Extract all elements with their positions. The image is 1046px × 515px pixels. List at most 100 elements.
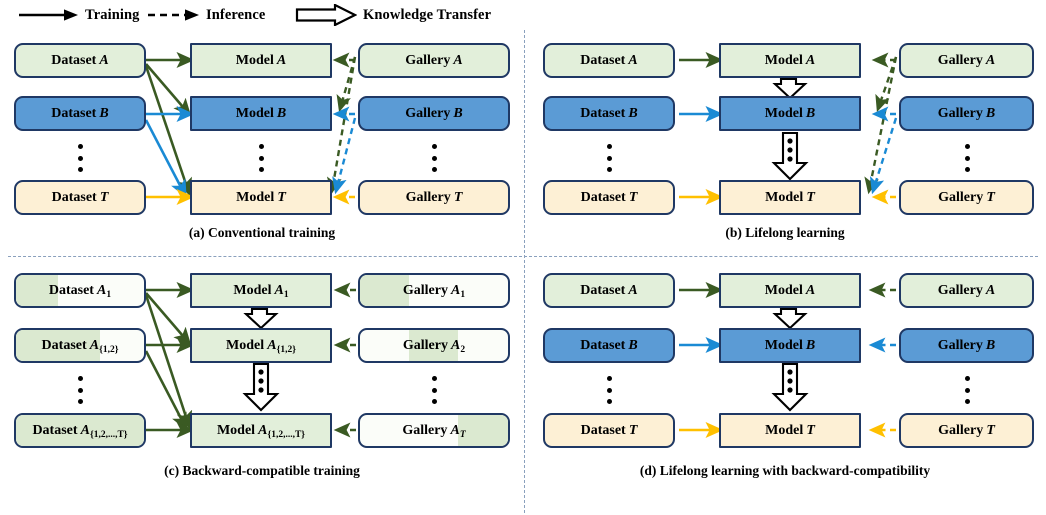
math-variable: B: [805, 337, 816, 353]
block-arrow-icon: [295, 4, 357, 26]
horizontal-divider: [8, 256, 1038, 257]
node-label-subscript: T: [459, 429, 466, 440]
legend-item-training: Training: [18, 0, 140, 30]
math-variable: A: [258, 422, 268, 438]
math-variable: T: [806, 422, 815, 438]
fill-indicator: [16, 330, 101, 361]
ellipsis-dots: [606, 376, 612, 404]
math-variable: A: [453, 52, 463, 68]
math-variable: T: [986, 422, 995, 438]
ellipsis-dots: [964, 376, 970, 404]
math-variable: T: [277, 189, 286, 205]
math-variable: A: [985, 52, 996, 68]
fill-indicator: [457, 415, 508, 446]
node-label-subscript: 2: [460, 344, 466, 355]
math-variable: B: [985, 337, 996, 353]
legend-label-training: Training: [85, 6, 140, 23]
ellipsis-dots: [77, 144, 83, 172]
legend: Training Inference Knowledge Transfer: [0, 0, 1046, 30]
math-variable: A: [97, 282, 107, 298]
knowledge-transfer-arrow: [772, 307, 808, 330]
node-label-subscript: {1,2,...,T}: [267, 429, 306, 440]
math-variable: A: [451, 337, 461, 353]
math-variable: B: [453, 105, 463, 121]
panel-caption: (b) Lifelong learning: [725, 225, 845, 240]
math-variable: B: [805, 105, 816, 121]
panel-caption: (a) Conventional training: [188, 225, 336, 240]
fill-indicator: [16, 275, 59, 306]
math-variable: T: [453, 189, 463, 205]
vertical-divider: [524, 30, 525, 513]
panel-caption: (c) Backward-compatible training: [164, 463, 360, 478]
dashed-arrow-icon: [148, 9, 199, 21]
math-variable: A: [985, 282, 996, 298]
math-variable: A: [805, 52, 816, 68]
ellipsis-dots: [431, 376, 437, 404]
math-variable: B: [276, 105, 287, 121]
math-variable: T: [986, 189, 995, 205]
knowledge-transfer-arrow: [243, 307, 279, 330]
math-variable: T: [99, 189, 109, 205]
math-variable: B: [628, 337, 638, 353]
math-variable: T: [628, 189, 638, 205]
